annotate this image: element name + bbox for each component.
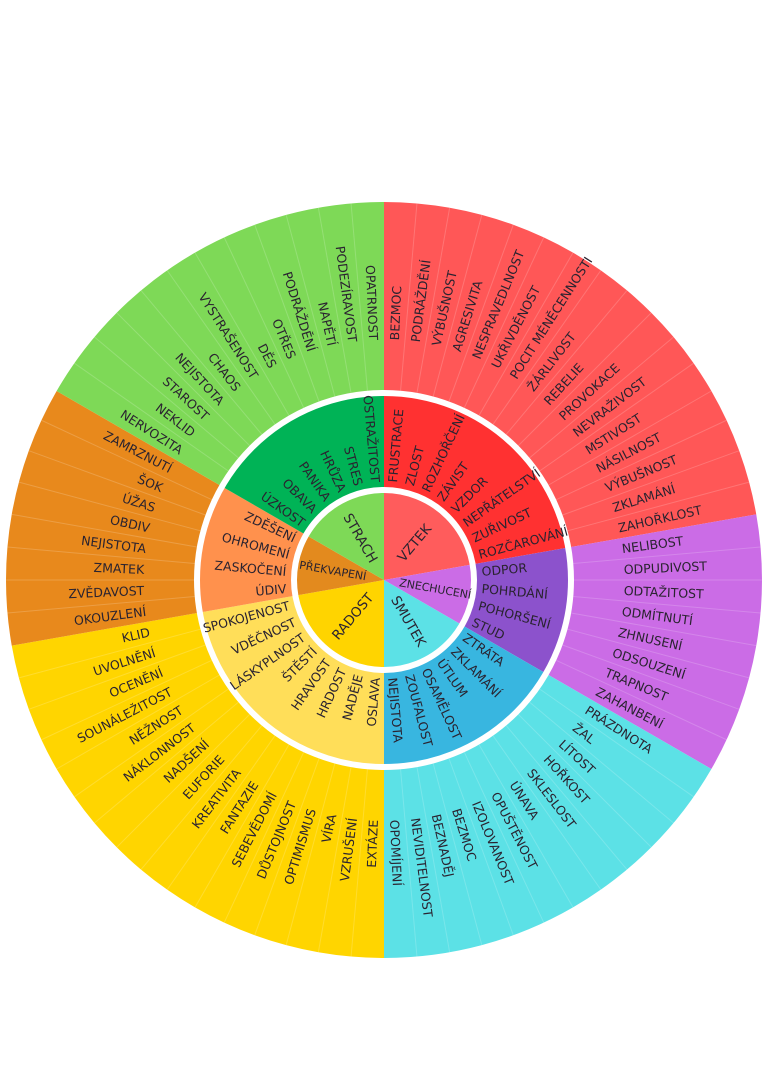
wheel-ring-borders <box>194 390 574 770</box>
middle-emotion-label: OSLAVA <box>364 677 383 728</box>
category-4-outer-sector <box>5 391 223 646</box>
word-divider <box>41 419 213 501</box>
word-divider <box>555 659 727 741</box>
category-1-core-sector <box>384 564 475 625</box>
word-divider <box>74 688 229 798</box>
category-0-middle-sector <box>384 393 569 565</box>
word-divider <box>573 546 761 564</box>
word-divider <box>254 758 320 936</box>
word-divider <box>166 735 276 890</box>
outer-emotion-label: OPOMÍJENÍ <box>387 819 405 886</box>
word-divider <box>116 713 251 848</box>
middle-emotion-label: NEJISTOTA <box>385 677 406 744</box>
word-divider <box>254 224 320 402</box>
word-divider <box>140 725 263 870</box>
word-divider <box>432 214 483 397</box>
word-divider <box>166 270 276 425</box>
word-divider <box>223 751 305 923</box>
category-2-outer-sector <box>384 673 712 958</box>
middle-emotion-label: ÚDIV <box>255 581 288 599</box>
outer-emotion-label: VÍRA <box>318 812 339 844</box>
word-divider <box>350 769 368 957</box>
word-divider <box>116 312 251 447</box>
category-0-outer-sector <box>384 202 757 548</box>
category-4-core-sector <box>294 535 384 596</box>
outer-emotion-label: ODTAŽITOST <box>623 583 704 601</box>
word-divider <box>41 659 213 741</box>
word-divider <box>573 596 761 614</box>
word-divider <box>18 481 201 532</box>
word-divider <box>285 763 336 946</box>
word-divider <box>350 203 368 391</box>
word-divider <box>539 688 694 798</box>
word-divider <box>529 701 674 824</box>
word-divider <box>448 224 514 402</box>
word-divider <box>478 744 574 908</box>
word-divider <box>492 735 602 890</box>
word-divider <box>74 362 229 472</box>
word-divider <box>18 628 201 679</box>
word-divider <box>194 744 290 908</box>
word-divider <box>567 628 750 679</box>
category-4-middle-sector <box>197 486 307 613</box>
word-divider <box>56 674 220 770</box>
word-divider <box>7 596 195 614</box>
word-divider <box>463 237 545 409</box>
word-divider <box>448 758 514 936</box>
category-0-core-sector <box>384 490 473 580</box>
word-divider <box>562 450 740 516</box>
word-divider <box>28 644 206 710</box>
word-divider <box>7 546 195 564</box>
outer-emotion-label: OPATRNOST <box>363 265 381 341</box>
category-3-core-sector <box>295 580 384 670</box>
middle-emotion-label: FRUSTRACE <box>385 408 406 483</box>
category-1-middle-sector <box>461 547 572 674</box>
word-divider <box>517 713 652 848</box>
word-divider <box>400 203 418 391</box>
word-divider <box>223 237 305 409</box>
category-1-outer-sector <box>545 514 762 769</box>
word-divider <box>478 252 574 416</box>
middle-emotion-label: ZASKOČENÍ <box>214 558 287 579</box>
word-divider <box>517 312 652 447</box>
word-divider <box>140 290 263 435</box>
word-divider <box>400 769 418 957</box>
outer-emotion-label: EXTÁZE <box>364 819 381 868</box>
word-divider <box>416 207 451 393</box>
word-divider <box>416 767 451 953</box>
word-divider <box>492 270 602 425</box>
word-divider <box>539 362 694 472</box>
word-divider <box>94 336 239 459</box>
word-divider <box>571 612 757 647</box>
outer-emotion-label: ZVĚDAVOST <box>68 583 145 601</box>
word-divider <box>463 751 545 923</box>
word-divider <box>562 644 740 710</box>
outer-emotion-label: KLID <box>120 625 151 646</box>
word-divider <box>432 763 483 946</box>
category-3-middle-sector <box>199 595 384 767</box>
middle-ring-border <box>194 390 574 770</box>
word-divider <box>567 481 750 532</box>
word-divider <box>94 701 239 824</box>
word-divider <box>555 419 727 501</box>
word-divider <box>505 725 628 870</box>
word-divider <box>317 767 352 953</box>
word-divider <box>194 252 290 416</box>
word-divider <box>548 390 712 486</box>
word-divider <box>285 214 336 397</box>
category-3-outer-sector <box>11 612 384 958</box>
word-divider <box>11 513 197 548</box>
word-divider <box>317 207 352 393</box>
outer-emotion-label: ZMATEK <box>93 560 145 577</box>
outer-emotion-label: BEZMOC <box>387 285 404 340</box>
middle-emotion-label: POHRDÁNÍ <box>481 581 549 602</box>
word-divider <box>529 336 674 459</box>
middle-emotion-label: ODPOR <box>481 560 528 579</box>
outer-emotion-label: ODPUDIVOST <box>623 558 707 577</box>
word-divider <box>28 450 206 516</box>
category-5-outer-sector <box>56 202 385 487</box>
wheel-sectors <box>5 202 762 958</box>
core-ring-border <box>291 487 477 673</box>
word-divider <box>505 290 628 435</box>
